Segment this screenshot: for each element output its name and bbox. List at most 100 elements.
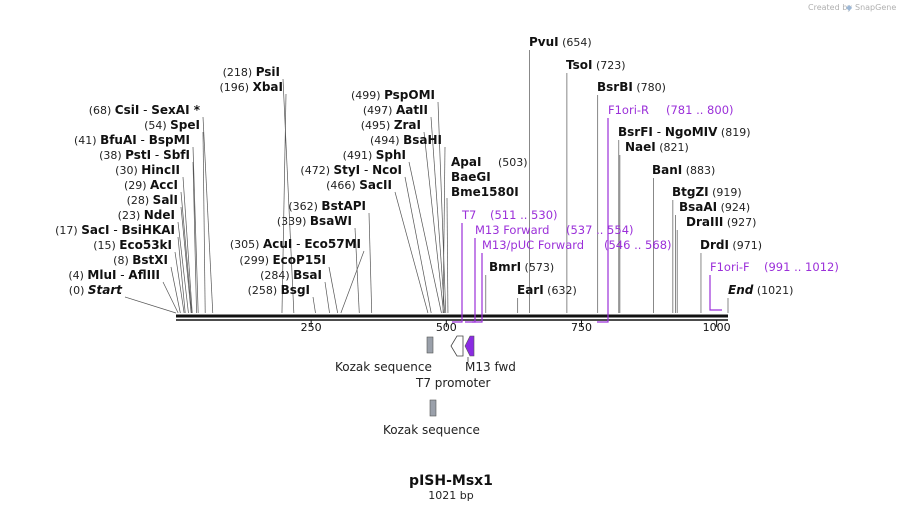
enzyme-name: NdeI [144, 208, 175, 222]
kozak-feature-1[interactable] [426, 336, 434, 354]
enzyme-site[interactable]: (68) CsiI - SexAI * [89, 103, 201, 117]
kozak-label-1: Kozak sequence [335, 360, 432, 374]
enzyme-label: EarI (632) [517, 283, 577, 297]
enzyme-site[interactable]: (466) SacII [326, 178, 392, 192]
primer-f1ori-r[interactable]: F1ori-R (781 .. 800) [597, 103, 734, 323]
enzyme-name: PspOMI [384, 88, 435, 102]
enzyme-site[interactable]: (28) SalI [127, 193, 178, 207]
enzyme-position: (258) [248, 284, 281, 297]
enzyme-site[interactable]: (4) MluI - AflIII [68, 268, 160, 282]
primer-m13-forward[interactable]: M13 Forward (537 .. 554) [465, 223, 634, 323]
enzyme-name: SpeI [170, 118, 200, 132]
enzyme-position: (38) [99, 149, 125, 162]
enzyme-site[interactable]: (218) PsiI [223, 65, 280, 79]
enzyme-site[interactable]: (258) BsgI [248, 283, 310, 297]
primer-range: (991 .. 1012) [764, 260, 839, 274]
enzyme-position: (8) [113, 254, 132, 267]
enzyme-site[interactable]: (305) AcuI - Eco57MI [230, 237, 361, 251]
enzyme-site[interactable]: TsoI (723) [566, 58, 626, 72]
enzyme-name: End [728, 283, 754, 297]
enzyme-site[interactable]: PvuI (654) [529, 35, 592, 49]
enzyme-name: CsiI [115, 103, 140, 117]
enzyme-site[interactable]: EarI (632) [517, 283, 577, 297]
enzyme-site[interactable]: BsaAI (924) [679, 200, 750, 214]
enzyme-label: (38) PstI - SbfI [99, 148, 190, 162]
enzyme-site[interactable]: (299) EcoP15I [239, 253, 326, 267]
enzyme-site[interactable]: (15) Eco53kI [93, 238, 172, 252]
enzyme-site[interactable]: (499) PspOMI [351, 88, 435, 102]
primer-t7[interactable]: T7 (511 .. 530) [452, 208, 558, 323]
enzyme-site[interactable]: (472) StyI - NcoI [300, 163, 402, 177]
enzyme-site[interactable]: BanI (883) [652, 163, 715, 177]
enzyme-position: (780) [633, 81, 666, 94]
enzyme-label: (495) ZraI [361, 118, 421, 132]
enzyme-site[interactable]: BmrI (573) [489, 260, 554, 274]
enzyme-position: (196) [220, 81, 253, 94]
enzyme-label: NaeI (821) [625, 140, 689, 154]
enzyme-site[interactable]: (23) NdeI [118, 208, 175, 222]
enzyme-label: BsrBI (780) [597, 80, 666, 94]
enzyme-site[interactable]: BsrFI - NgoMIV (819) [618, 125, 751, 139]
enzyme-sep: - [653, 125, 665, 139]
enzyme-name: SexAI * [151, 103, 200, 117]
enzyme-name: BsaAI [679, 200, 717, 214]
enzyme-site[interactable]: (38) PstI - SbfI [99, 148, 190, 162]
enzyme-site[interactable]: BsrBI (780) [597, 80, 666, 94]
enzyme-label: (499) PspOMI [351, 88, 435, 102]
enzyme-label: (466) SacII [326, 178, 392, 192]
enzyme-site[interactable]: End (1021) [728, 283, 793, 297]
primer-f1ori-r-line [597, 118, 609, 323]
enzyme-position: (924) [717, 201, 750, 214]
enzyme-position: (494) [370, 134, 403, 147]
enzyme-site[interactable]: (54) SpeI [144, 118, 200, 132]
enzyme-label: BsaAI (924) [679, 200, 750, 214]
enzyme-name: EarI [517, 283, 544, 297]
enzyme-site[interactable]: (8) BstXI [113, 253, 168, 267]
enzyme-site[interactable]: NaeI (821) [625, 140, 689, 154]
enzyme-site[interactable]: (497) AatII [363, 103, 428, 117]
t7-promoter-arrow[interactable] [450, 335, 464, 357]
kozak-feature-2[interactable] [429, 399, 437, 417]
m13-fwd-arrow[interactable] [464, 335, 475, 357]
enzyme-position: (497) [363, 104, 396, 117]
enzyme-site[interactable]: (29) AccI [124, 178, 178, 192]
enzyme-name: XbaI [253, 80, 283, 94]
enzyme-site[interactable]: BtgZI (919) [672, 185, 742, 199]
enzyme-name: NaeI [625, 140, 656, 154]
enzyme-label: (362) BstAPI [288, 199, 366, 213]
enzyme-site[interactable]: (0) Start [69, 283, 123, 297]
enzyme-site[interactable]: DrdI (971) [700, 238, 762, 252]
enzyme-site[interactable]: (30) HincII [115, 163, 180, 177]
enzyme-label: (54) SpeI [144, 118, 200, 132]
enzyme-position: (305) [230, 238, 263, 251]
enzyme-site[interactable]: (495) ZraI [361, 118, 421, 132]
enzyme-label: (30) HincII [115, 163, 180, 177]
enzyme-position: (883) [682, 164, 715, 177]
enzyme-site[interactable]: (17) SacI - BsiHKAI [55, 223, 175, 237]
enzyme-site[interactable]: (362) BstAPI [288, 199, 366, 213]
enzyme-label: (494) BsaHI [370, 133, 442, 147]
primer-range: (537 .. 554) [566, 223, 634, 237]
enzyme-site[interactable]: (41) BfuAI - BspMI [74, 133, 190, 147]
enzyme-site[interactable]: (284) BsaI [260, 268, 322, 282]
enzyme-label: BtgZI (919) [672, 185, 742, 199]
primer-f1ori-f[interactable]: F1ori-F (991 .. 1012) [709, 260, 839, 311]
enzyme-leader-lines [124, 50, 729, 314]
enzyme-leader [124, 296, 177, 314]
enzyme-site[interactable]: DraIII (927) [686, 215, 756, 229]
enzyme-site[interactable]: (491) SphI [343, 148, 406, 162]
enzyme-site[interactable]: (494) BsaHI [370, 133, 442, 147]
primer-m13-puc-forward[interactable]: M13/pUC Forward (546 .. 568) [472, 238, 672, 323]
enzyme-site[interactable]: (339) BsaWI [277, 214, 352, 228]
enzyme-name: Eco57MI [304, 237, 361, 251]
tick-label: 500 [436, 321, 457, 334]
map-length: 1021 bp [428, 489, 473, 502]
enzyme-site[interactable]: (196) XbaI [220, 80, 283, 94]
enzyme-name: PvuI [529, 35, 559, 49]
enzyme-position: (491) [343, 149, 376, 162]
enzyme-sep: - [151, 148, 163, 162]
enzyme-label: (472) StyI - NcoI [300, 163, 402, 177]
enzyme-name: NcoI [372, 163, 402, 177]
